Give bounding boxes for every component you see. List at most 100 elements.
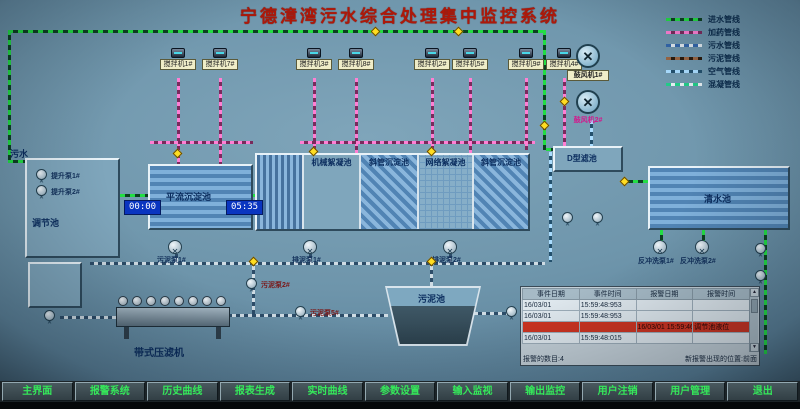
sludge-fill xyxy=(387,288,479,344)
menu-realtime-curve-button[interactable]: 实时曲线 xyxy=(292,382,363,401)
blower-icon[interactable] xyxy=(576,90,600,114)
menu-parameter-button[interactable]: 参数设置 xyxy=(364,382,436,401)
menu-alarm-button[interactable]: 报警系统 xyxy=(74,382,146,401)
tank-regulation-label: 调节池 xyxy=(32,218,60,228)
pipe-dosing-1 xyxy=(177,78,180,165)
pipe-dfilter-to-clearwater xyxy=(623,180,650,183)
tank-d-filter[interactable] xyxy=(553,146,623,172)
outlet-pump-icon[interactable] xyxy=(755,270,766,281)
valve-icon[interactable] xyxy=(619,176,630,187)
alarm-header-row: 事件日期 事件时间 报警日期 报警时间 xyxy=(522,288,750,300)
alarm-row-active[interactable]: 16/03/01 15:59:46:259调节池液位 xyxy=(522,321,750,333)
valve-icon[interactable] xyxy=(370,26,381,37)
sludge-pump-5-icon[interactable] xyxy=(295,306,306,317)
roller-icon xyxy=(160,296,170,306)
tank-clear-water[interactable] xyxy=(648,166,790,230)
pipe-sludge-to-pool xyxy=(430,262,433,288)
mixer-label: 搅拌机3# xyxy=(296,59,332,70)
pipe-dosing-5 xyxy=(431,78,434,153)
backwash-pump-1-icon[interactable] xyxy=(653,240,667,254)
lift-pump-2-icon[interactable] xyxy=(36,185,47,196)
alarm-header: 事件时间 xyxy=(578,288,637,300)
motor-icon xyxy=(213,48,227,58)
sludge-pump-2-label: 污泥泵2# xyxy=(261,282,290,289)
menu-user-logout-button[interactable]: 用户注销 xyxy=(582,382,653,401)
menu-input-monitor-button[interactable]: 输入监视 xyxy=(437,382,508,401)
pipe-sludge-tap-1 xyxy=(175,254,178,262)
blower-label: 鼓风机1# xyxy=(567,70,609,81)
backwash-pump-2-icon[interactable] xyxy=(695,240,709,254)
filter-pump-icon[interactable] xyxy=(562,212,573,223)
mixer-unit[interactable]: 搅拌机4# xyxy=(546,48,582,70)
mixer-unit[interactable]: 搅拌机7# xyxy=(202,48,238,70)
drain-pump-1-icon[interactable] xyxy=(303,240,317,254)
scroll-thumb[interactable] xyxy=(751,299,758,313)
mixer-unit[interactable]: 搅拌机5# xyxy=(452,48,488,70)
sludge-pump-1-label: 污泥泵1# xyxy=(157,257,186,264)
scroll-down-icon[interactable] xyxy=(750,343,759,352)
roller-icon xyxy=(188,296,198,306)
pipe-sludge-tap-3 xyxy=(449,254,452,262)
mixer-label: 搅拌机1# xyxy=(160,59,196,70)
menu-main-button[interactable]: 主界面 xyxy=(2,382,73,401)
pool-outlet-pump-icon[interactable] xyxy=(506,306,517,317)
drain-pump-2-icon[interactable] xyxy=(443,240,457,254)
pipe-regulation-to-sed xyxy=(120,194,150,197)
mixer-label: 搅拌机5# xyxy=(452,59,488,70)
menu-exit-button[interactable]: 退出 xyxy=(727,382,799,401)
page-title: 宁德漳湾污水综合处理集中监控系统 xyxy=(240,7,560,26)
roller-icon xyxy=(146,296,156,306)
mixer-label: 搅拌机7# xyxy=(202,59,238,70)
drain-pump-1-label: 排泥泵1# xyxy=(292,257,321,264)
mixer-unit[interactable]: 搅拌机1# xyxy=(160,48,196,70)
sludge-pump-1-icon[interactable] xyxy=(168,240,182,254)
pipe-clearwater-outlet xyxy=(764,230,767,354)
filter-pump-icon[interactable] xyxy=(592,212,603,223)
valve-icon[interactable] xyxy=(539,120,550,131)
blower-icon[interactable] xyxy=(576,44,600,68)
sludge-pump-2-icon[interactable] xyxy=(246,278,257,289)
pipe-dosing-4 xyxy=(355,78,358,153)
floc-sed-assembly[interactable]: 机械絮凝池 斜管沉淀池 网络絮凝池 斜管沉淀池 xyxy=(255,153,530,231)
tank-thickener[interactable] xyxy=(28,262,82,308)
outlet-pump-icon[interactable] xyxy=(755,243,766,254)
mixer-unit[interactable]: 搅拌机3# xyxy=(296,48,332,70)
mixer-unit[interactable]: 搅拌机9# xyxy=(508,48,544,70)
pipe-dosing-3 xyxy=(313,78,316,153)
menu-report-button[interactable]: 报表生成 xyxy=(219,382,291,401)
alarm-footer: 报警的数目:4 新报警出现的位置:前面 xyxy=(523,354,757,364)
tank-sludge-pool[interactable] xyxy=(385,286,481,346)
legend-row: 混凝管线 xyxy=(666,78,792,91)
backwash-pump-1-label: 反冲洗泵1# xyxy=(638,258,674,265)
pipe-backwash-2 xyxy=(702,230,705,242)
thickener-pump-icon[interactable] xyxy=(44,310,55,321)
menu-user-manage-button[interactable]: 用户管理 xyxy=(654,382,726,401)
pipe-lefttank-to-press xyxy=(60,316,118,319)
lift-pump-1-icon[interactable] xyxy=(36,169,47,180)
pipe-dosing-2 xyxy=(219,78,222,165)
valve-icon[interactable] xyxy=(172,148,183,159)
tank-horizontal-sed[interactable] xyxy=(148,164,253,230)
valve-icon[interactable] xyxy=(453,26,464,37)
mixer-unit[interactable]: 搅拌机8# xyxy=(338,48,374,70)
motor-icon xyxy=(349,48,363,58)
mixer-unit[interactable]: 搅拌机2# xyxy=(414,48,450,70)
legend-row: 加药管线 xyxy=(666,26,792,39)
roller-icon xyxy=(174,296,184,306)
pipe-press-pool xyxy=(228,314,388,317)
compartment-inclined-sed-2: 斜管沉淀池 xyxy=(472,155,528,229)
belt-press[interactable] xyxy=(116,296,230,342)
motor-icon xyxy=(463,48,477,58)
menu-output-monitor-button[interactable]: 输出监控 xyxy=(509,382,581,401)
alarm-header: 报警日期 xyxy=(635,288,694,300)
blower-label: 鼓风机2# xyxy=(573,117,603,124)
mixer-label: 搅拌机9# xyxy=(508,59,544,70)
pipe-main-feed xyxy=(8,30,545,33)
valve-icon[interactable] xyxy=(559,96,570,107)
scroll-up-icon[interactable] xyxy=(750,288,759,297)
menu-history-curve-button[interactable]: 历史曲线 xyxy=(147,382,218,401)
alarm-scrollbar[interactable] xyxy=(749,288,759,352)
